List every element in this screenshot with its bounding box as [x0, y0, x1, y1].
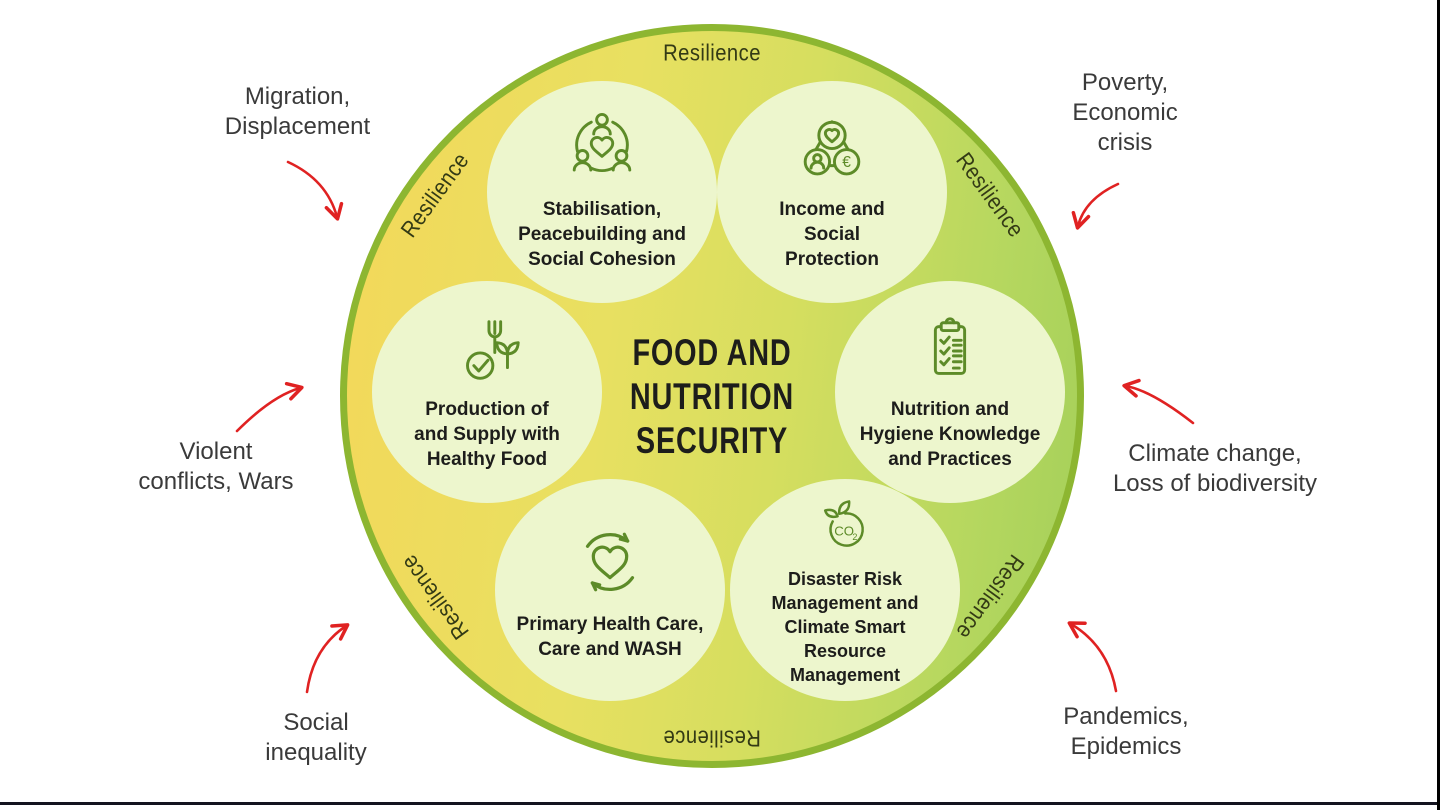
factor-migration-displacement: Migration,Displacement	[224, 83, 371, 140]
factor-climate-change: Climate change,Loss of biodiversity	[1112, 440, 1318, 497]
segment-label: Income and Social Protection	[779, 199, 885, 270]
svg-text:CO: CO	[834, 523, 854, 538]
segment-label: Production of and Supply with Healthy Fo…	[414, 399, 560, 470]
right-edge-bar	[1437, 0, 1440, 810]
income-protection-icon: €	[793, 112, 871, 190]
community-heart-icon	[563, 112, 641, 190]
slide-footer-line	[0, 802, 1440, 805]
segment-label: Disaster Risk Management and Climate Sma…	[771, 568, 919, 685]
heart-cycle-icon	[567, 519, 653, 605]
arrow-pandemics	[1067, 621, 1118, 693]
arrow-conflicts	[235, 381, 304, 433]
arrow-inequality	[305, 623, 350, 694]
co2-leaf-icon: CO 2	[812, 494, 878, 560]
svg-text:2: 2	[852, 532, 857, 542]
segment-primary-health: Primary Health Care, Care and WASH	[495, 479, 725, 701]
segment-label: Stabilisation, Peacebuilding and Social …	[518, 199, 686, 270]
resilience-label-top: Resilience	[663, 39, 761, 66]
arrow-migration	[286, 160, 344, 221]
segment-label: Primary Health Care, Care and WASH	[516, 613, 704, 660]
segment-label: Nutrition and Hygiene Knowledge and Prac…	[859, 399, 1041, 470]
healthy-food-icon	[448, 312, 526, 390]
segment-income: € Income and Social Protection	[717, 81, 947, 303]
arrow-poverty	[1071, 182, 1120, 230]
segment-nutrition-hygiene: Nutrition and Hygiene Knowledge and Prac…	[835, 281, 1065, 503]
resilience-label-bottom: Resilience	[663, 725, 761, 752]
diagram-title: FOOD AND NUTRITION SECURITY	[629, 332, 795, 461]
segment-food-production: Production of and Supply with Healthy Fo…	[372, 281, 602, 503]
checklist-clipboard-icon	[911, 312, 989, 390]
factor-pandemics-epidemics: Pandemics,Epidemics	[1063, 703, 1189, 760]
segment-stabilisation: Stabilisation, Peacebuilding and Social …	[487, 81, 717, 303]
svg-text:€: €	[842, 154, 851, 171]
segment-disaster-risk: CO 2 Disaster Risk Management and Climat…	[730, 479, 960, 701]
arrow-climate	[1122, 378, 1195, 425]
